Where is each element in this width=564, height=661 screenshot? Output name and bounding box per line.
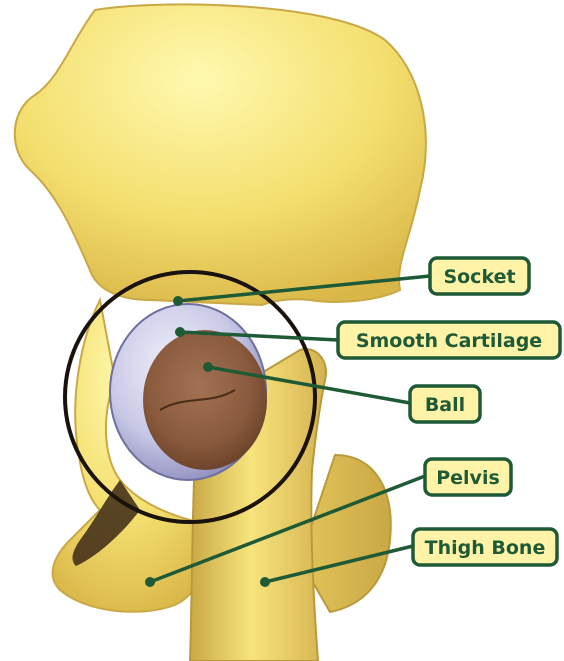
label-thigh-bone-text: Thigh Bone xyxy=(425,537,546,559)
label-ball-text: Ball xyxy=(425,394,465,416)
label-socket-text: Socket xyxy=(443,266,515,288)
leader-smooth-cartilage-dot xyxy=(175,327,185,337)
label-pelvis-text: Pelvis xyxy=(436,467,500,489)
label-smooth-cartilage: Smooth Cartilage xyxy=(338,322,560,358)
ball xyxy=(143,330,267,470)
leader-pelvis-dot xyxy=(145,577,155,587)
label-smooth-cartilage-text: Smooth Cartilage xyxy=(356,330,542,352)
leader-ball-dot xyxy=(203,362,213,372)
leader-thigh-bone-dot xyxy=(260,577,270,587)
leader-socket-dot xyxy=(173,296,183,306)
label-thigh-bone: Thigh Bone xyxy=(413,529,557,565)
label-pelvis: Pelvis xyxy=(425,459,511,495)
label-socket: Socket xyxy=(430,258,529,294)
label-ball: Ball xyxy=(410,386,480,422)
